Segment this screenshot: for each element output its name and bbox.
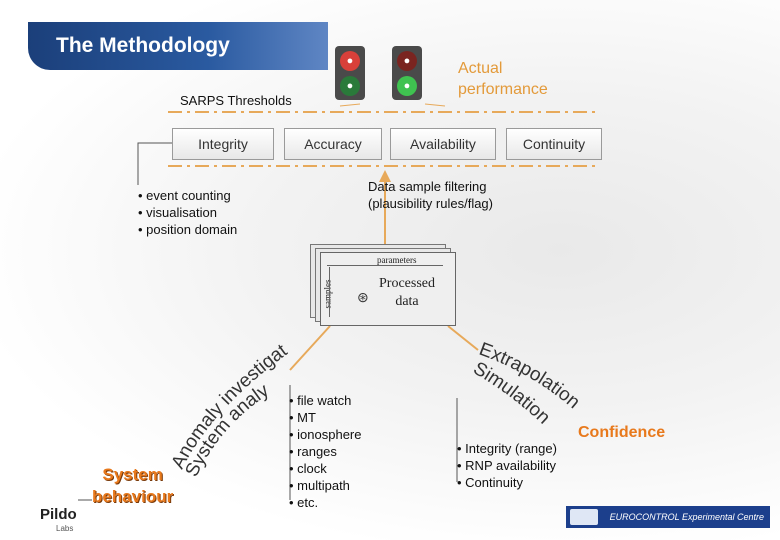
header-availability: Availability — [390, 128, 496, 160]
red-lamp-icon: ● — [397, 50, 417, 71]
parameters-label: parameters — [377, 255, 417, 265]
traffic-light-right: ● ● — [392, 46, 422, 100]
arrow-line — [339, 103, 361, 107]
card-divider — [327, 265, 443, 266]
header-continuity: Continuity — [506, 128, 602, 160]
green-lamp-icon: ● — [397, 75, 417, 96]
red-lamp-icon: ● — [340, 50, 360, 71]
system-behaviour-label: System behaviour — [92, 465, 174, 506]
pildo-logo: Pildo — [40, 506, 77, 523]
right-list: • Integrity (range) • RNP availability •… — [457, 441, 557, 490]
green-lamp-icon: ● — [340, 75, 360, 96]
thresholds-label: SARPS Thresholds — [180, 93, 292, 108]
title-bar — [28, 22, 328, 70]
arrow-left-line — [289, 325, 331, 371]
traffic-light-left: ● ● — [335, 46, 365, 100]
arrow-right-line — [447, 325, 479, 351]
confidence-label: Confidence — [578, 424, 666, 441]
bracket-line — [137, 142, 172, 185]
eurocontrol-logo-icon — [570, 509, 598, 525]
page-title: The Methodology — [56, 34, 230, 57]
eurocontrol-banner: EUROCONTROL Experimental Centre — [566, 506, 770, 528]
eurocontrol-label: EUROCONTROL Experimental Centre — [609, 512, 764, 522]
arrow-head — [379, 170, 391, 182]
pildo-logo-sub: Labs — [56, 524, 74, 533]
processed-data-label: Processed data — [379, 276, 435, 309]
filter-text: Data sample filtering (plausibility rule… — [368, 179, 493, 211]
middle-list: • file watch • MT • ionosphere • ranges … — [289, 393, 362, 510]
header-integrity: Integrity — [172, 128, 274, 160]
processed-data-card: parameters samples ⊛ Processed data — [320, 252, 456, 326]
left-list: • event counting • visualisation • posit… — [138, 188, 238, 237]
header-accuracy: Accuracy — [284, 128, 382, 160]
arrow-line — [424, 103, 446, 107]
actual-performance-label: Actual performance — [458, 60, 548, 98]
system-analysis-text: System analysis — [0, 0, 273, 480]
sensor-icon: ⊛ — [357, 289, 369, 305]
card-axis — [329, 267, 330, 317]
